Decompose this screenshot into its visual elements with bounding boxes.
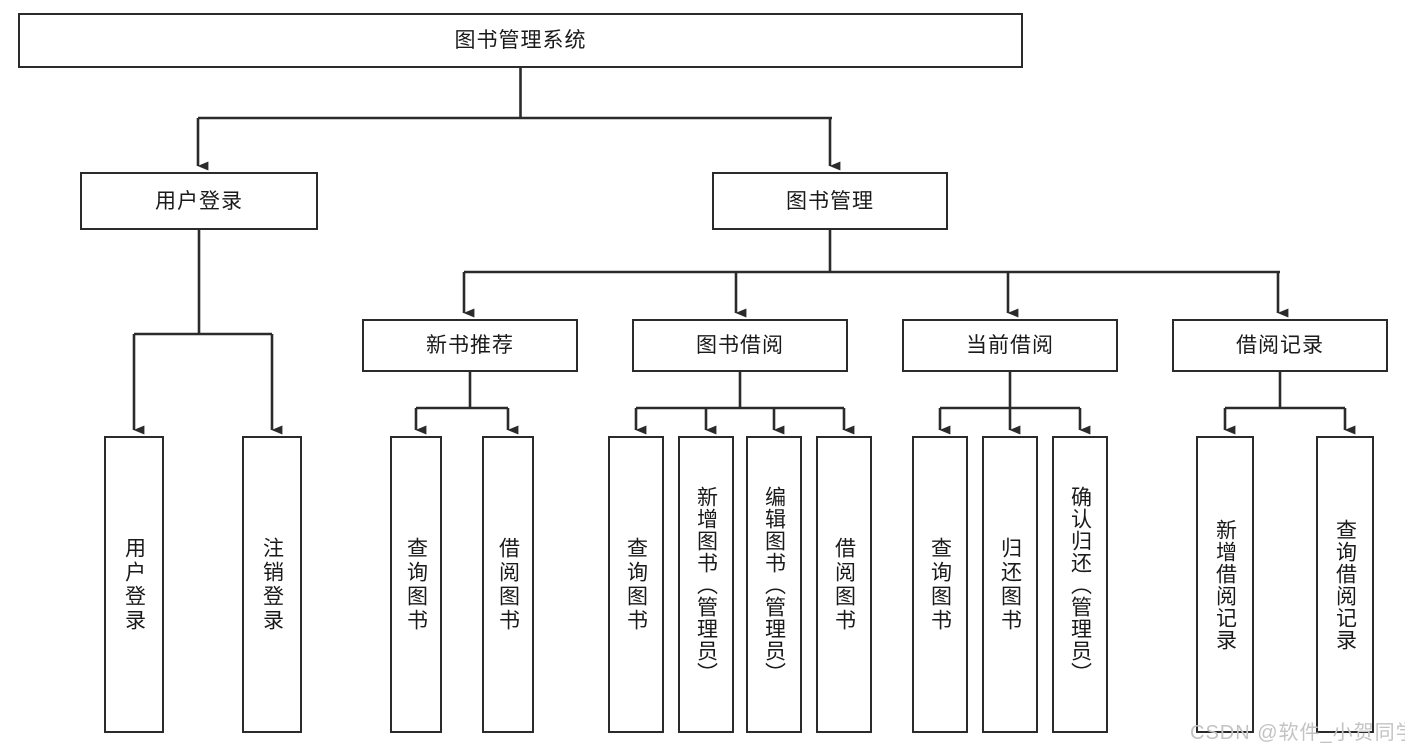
node-borrow-records-label: 借阅记录	[1236, 334, 1324, 357]
connector-newbooks-to-leaves	[414, 372, 519, 435]
leaf-node[interactable]: 用户登录	[104, 436, 164, 733]
node-user-login[interactable]: 用户登录	[80, 172, 318, 230]
connector-userlogin-to-leaves	[132, 230, 283, 435]
leaf-node[interactable]: 归还图书	[982, 436, 1038, 733]
leaf-node[interactable]: 确认归还（管理员）	[1052, 436, 1108, 733]
leaf-node-label: 归还图书	[998, 536, 1022, 633]
leaf-node[interactable]: 借阅图书	[816, 436, 872, 733]
leaf-node-label: 用户登录	[122, 536, 146, 633]
leaf-node-label: 注销登录	[260, 536, 284, 633]
leaf-node-label: 新增借阅记录	[1213, 518, 1237, 651]
connector-current-to-leaves	[938, 372, 1091, 435]
leaf-node-label: 查询图书	[928, 536, 952, 633]
leaf-node[interactable]: 查询借阅记录	[1316, 436, 1374, 733]
leaf-node[interactable]: 查询图书	[608, 436, 664, 733]
node-book-borrow[interactable]: 图书借阅	[632, 319, 848, 372]
leaf-node-label: 借阅图书	[496, 536, 520, 633]
connector-root-to-level2	[196, 68, 841, 171]
leaf-node-label: 查询图书	[624, 536, 648, 633]
leaf-node-label: 查询借阅记录	[1333, 518, 1357, 651]
node-borrow-records[interactable]: 借阅记录	[1172, 319, 1388, 372]
node-user-login-label: 用户登录	[155, 189, 243, 213]
node-current-borrow-label: 当前借阅	[966, 334, 1054, 357]
leaf-node-label: 新增图书（管理员）	[694, 485, 718, 684]
leaf-node-label: 借阅图书	[832, 536, 856, 633]
leaf-node-label: 查询图书	[404, 536, 428, 633]
leaf-node[interactable]: 查询图书	[390, 436, 442, 733]
connector-borrow-to-leaves	[634, 372, 855, 435]
leaf-node-label: 编辑图书（管理员）	[762, 485, 786, 684]
leaf-node[interactable]: 新增借阅记录	[1196, 436, 1254, 733]
node-book-management[interactable]: 图书管理	[712, 172, 948, 230]
connector-bookmgmt-to-level3	[462, 230, 1289, 318]
leaf-node[interactable]: 编辑图书（管理员）	[746, 436, 802, 733]
csdn-watermark: CSDN @软件_小贺同学	[1190, 722, 1405, 744]
connector-records-to-leaves	[1223, 372, 1356, 435]
node-new-book-recommend[interactable]: 新书推荐	[362, 319, 578, 372]
leaf-node[interactable]: 借阅图书	[482, 436, 534, 733]
leaf-node[interactable]: 查询图书	[912, 436, 968, 733]
node-book-borrow-label: 图书借阅	[696, 334, 784, 357]
node-root-label: 图书管理系统	[454, 29, 587, 52]
leaf-node[interactable]: 注销登录	[242, 436, 302, 733]
node-book-management-label: 图书管理	[786, 189, 874, 213]
node-new-book-recommend-label: 新书推荐	[426, 334, 514, 357]
node-root[interactable]: 图书管理系统	[18, 13, 1023, 68]
node-current-borrow[interactable]: 当前借阅	[902, 319, 1118, 372]
leaf-node[interactable]: 新增图书（管理员）	[678, 436, 734, 733]
leaf-node-label: 确认归还（管理员）	[1068, 485, 1092, 684]
